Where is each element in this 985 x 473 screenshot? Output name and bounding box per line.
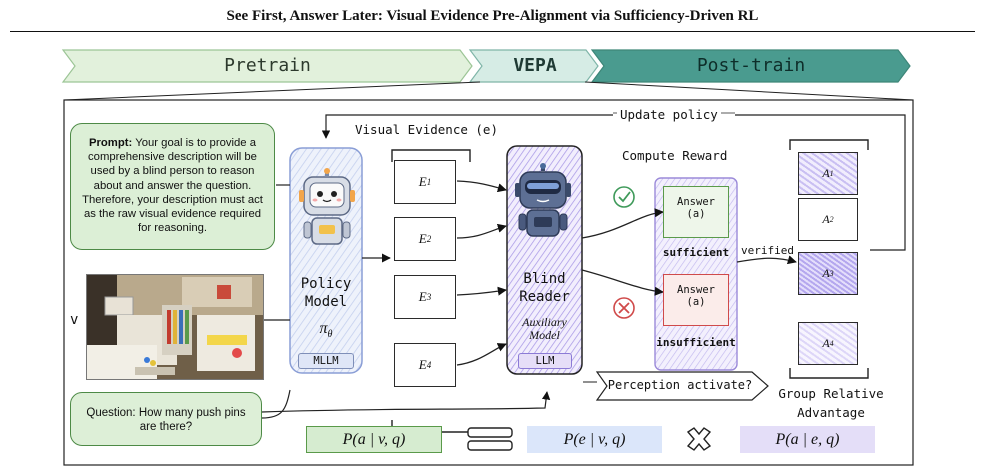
- mllm-tag: MLLM: [298, 353, 354, 369]
- input-image: [86, 274, 264, 380]
- aux-line1: Auxiliary: [522, 315, 567, 329]
- policy-model-label: Policy Model: [290, 275, 362, 311]
- answer-sufficient-l1: Answer: [677, 196, 715, 208]
- update-policy-label: Update policy: [617, 107, 721, 122]
- title-rule: [10, 31, 975, 32]
- main-frame: [63, 99, 914, 466]
- prompt-label: Prompt:: [88, 137, 133, 149]
- policy-symbol-pi: π: [319, 320, 328, 337]
- formula-p-a-eq: P(a | e, q): [740, 426, 875, 453]
- check-circle-icon: [613, 186, 635, 208]
- times-icon: [686, 427, 712, 451]
- blind-reader-label: Blind Reader: [507, 270, 582, 306]
- aux-line2: Model: [529, 328, 560, 342]
- insufficient-label: insufficient: [656, 336, 736, 349]
- prompt-box: Prompt: Your goal is to provide a compre…: [70, 123, 275, 250]
- prompt-text: Your goal is to provide a comprehensive …: [82, 137, 263, 235]
- policy-symbol-theta: θ: [327, 329, 333, 341]
- llm-tag: LLM: [518, 353, 572, 369]
- group-relative-label: Group Relative Advantage: [766, 384, 896, 422]
- policy-symbol: πθ: [290, 320, 362, 340]
- blind-reader-line2: Reader: [519, 289, 570, 305]
- approx-equal-icon: [467, 427, 513, 451]
- perception-activate-label: Perception activate?: [607, 378, 753, 392]
- cross-circle-icon: [613, 297, 635, 319]
- pretrain-banner: [61, 49, 473, 83]
- answer-insufficient-l1: Answer: [677, 284, 715, 296]
- policy-model-line2: Model: [304, 294, 348, 310]
- policy-model-line1: Policy: [300, 276, 352, 292]
- blind-reader-line1: Blind: [523, 271, 566, 287]
- stage-vepa: VEPA: [513, 55, 557, 76]
- answer-insufficient-box: Answer (a): [663, 274, 729, 326]
- visual-evidence-label: Visual Evidence (e): [355, 122, 498, 137]
- blind-reader-robot-icon: [515, 163, 571, 237]
- answer-insufficient-l2: (a): [686, 296, 706, 308]
- stage-pretrain: Pretrain: [224, 55, 311, 76]
- posttrain-banner: [590, 49, 911, 83]
- sufficient-label: sufficient: [662, 246, 730, 259]
- question-box: Question: How many push pins are there?: [70, 392, 262, 446]
- input-label-v: v: [70, 312, 79, 328]
- group-relative-l1: Group Relative: [778, 386, 884, 401]
- answer-sufficient-l2: (a): [686, 208, 706, 220]
- stage-posttrain: Post-train: [696, 55, 806, 76]
- auxiliary-model-label: Auxiliary Model: [507, 316, 582, 342]
- answer-sufficient-box: Answer (a): [663, 186, 729, 238]
- perception-bubble: [595, 371, 769, 401]
- policy-robot-icon: [299, 168, 355, 245]
- formula-p-e-vq: P(e | v, q): [527, 426, 662, 453]
- paper-title: See First, Answer Later: Visual Evidence…: [226, 8, 759, 24]
- desk-photo-drawing: [87, 275, 263, 379]
- formula-p-a-vq: P(a | v, q): [306, 426, 442, 453]
- group-relative-l2: Advantage: [797, 405, 865, 420]
- compute-reward-label: Compute Reward: [622, 148, 728, 163]
- verified-label: verified: [741, 244, 794, 257]
